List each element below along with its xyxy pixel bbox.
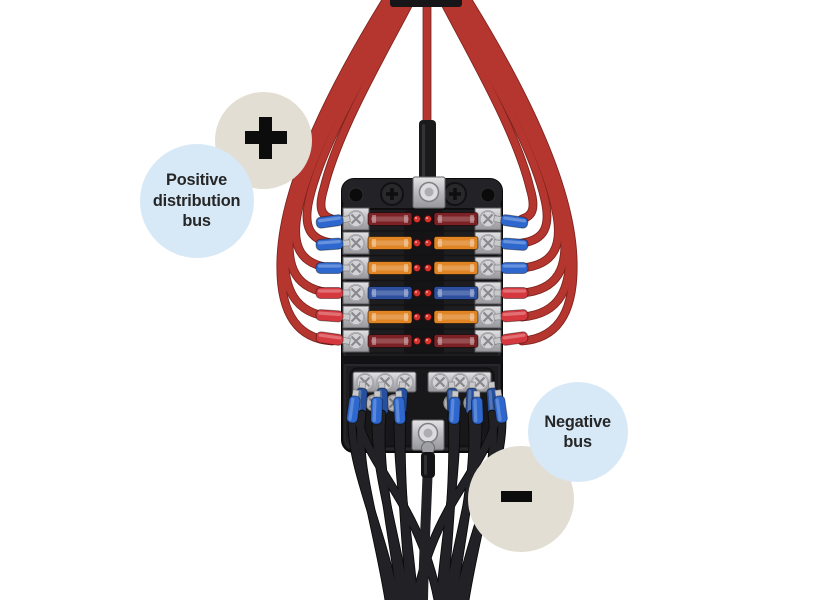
led-indicator	[412, 263, 422, 273]
positive-bus-label: Positive distribution bus	[140, 144, 254, 258]
led-indicator	[423, 288, 433, 298]
led-indicator	[412, 336, 422, 346]
led-indicator	[412, 312, 422, 322]
led-indicator	[412, 214, 422, 224]
negative-bus-label-text: Negative bus	[544, 411, 612, 453]
molded-screw-left	[379, 181, 405, 207]
minus-icon	[500, 490, 532, 502]
label-line: bus	[182, 211, 212, 231]
fuse	[367, 286, 413, 300]
cable-tie	[390, 0, 462, 7]
label-line: Positive	[166, 170, 228, 190]
led-indicator	[412, 288, 422, 298]
led-indicator	[423, 263, 433, 273]
label-line: bus	[563, 432, 593, 451]
led-indicator	[423, 238, 433, 248]
mount-hole-top-right	[480, 187, 496, 203]
fuse	[433, 236, 479, 250]
positive-bus-label-text: Positive distribution bus	[153, 170, 241, 232]
main-negative-feed-wire	[423, 460, 428, 600]
fuse	[367, 212, 413, 226]
heatshrink-highlight	[422, 124, 425, 178]
fuse	[367, 310, 413, 324]
mount-hole-top-left	[348, 187, 364, 203]
plus-icon	[244, 116, 287, 159]
fuse	[433, 212, 479, 226]
bus-screw	[430, 372, 450, 392]
heatshrink-highlight	[424, 455, 427, 475]
led-indicator	[423, 214, 433, 224]
label-line: distribution	[153, 190, 241, 210]
fuse	[367, 236, 413, 250]
body-seam	[342, 356, 502, 364]
fuse	[433, 261, 479, 275]
fuse	[367, 261, 413, 275]
fuse	[367, 334, 413, 348]
negative-stud-center	[423, 428, 433, 438]
main-negative-feed	[423, 460, 428, 600]
led-indicator	[412, 238, 422, 248]
fuse	[433, 286, 479, 300]
fuse	[433, 310, 479, 324]
fuse	[433, 334, 479, 348]
molded-screw-right	[442, 181, 468, 207]
positive-feed-heatshrink	[419, 120, 436, 182]
negative-bus-label: Negative bus	[528, 382, 628, 482]
led-indicator	[423, 312, 433, 322]
led-indicator	[423, 336, 433, 346]
label-line: Negative	[544, 411, 612, 431]
positive-stud-center	[424, 187, 434, 197]
row-grooves	[346, 230, 498, 354]
negative-feed-heatshrink	[421, 452, 435, 478]
